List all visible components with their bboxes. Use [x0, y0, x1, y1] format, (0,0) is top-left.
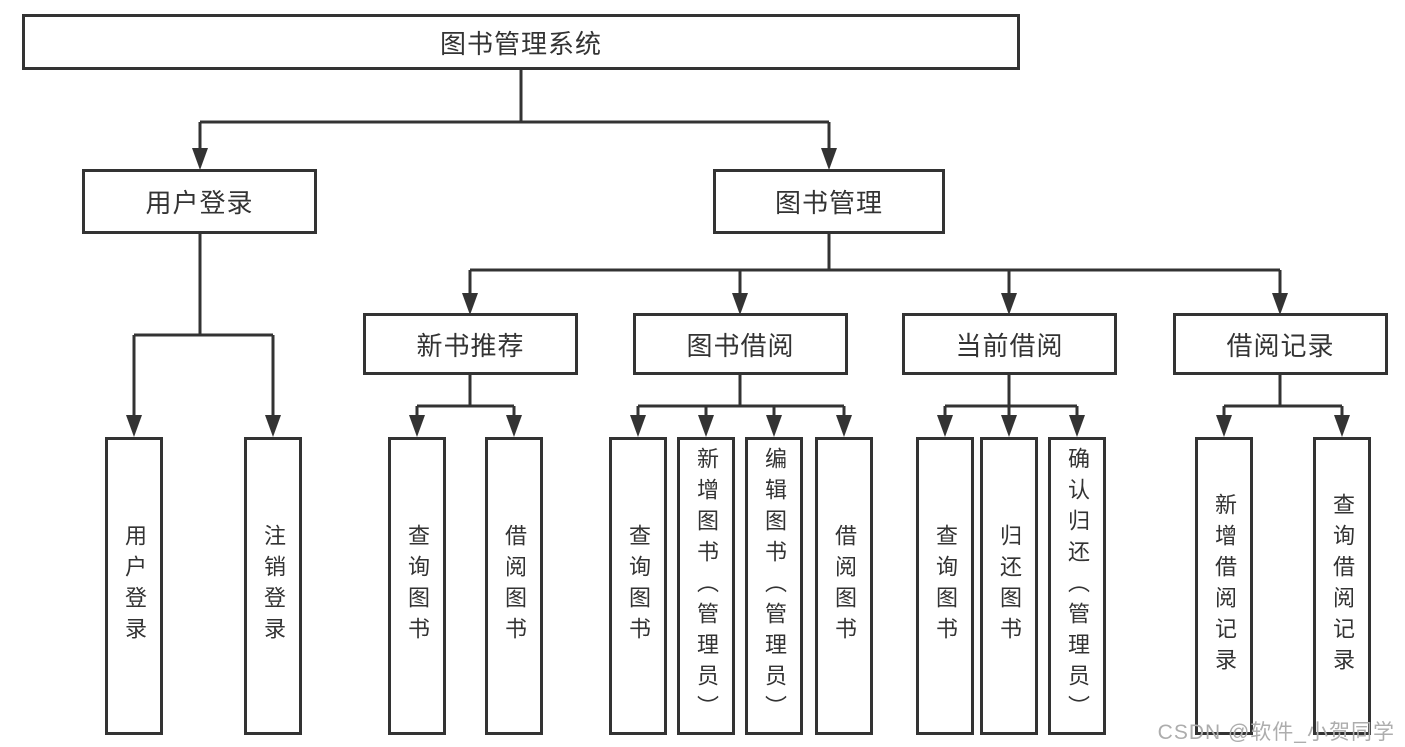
- leaf-borrow-books: 借阅图书: [815, 437, 873, 735]
- leaf-borrow-books-recommend: 借阅图书: [485, 437, 543, 735]
- csdn-watermark: CSDN @软件_小贺同学: [1157, 721, 1395, 744]
- leaf-query-books-recommend: 查询图书: [388, 437, 446, 735]
- node-book-management: 图书管理: [713, 169, 945, 234]
- node-library-management-system: 图书管理系统: [22, 14, 1020, 70]
- leaf-return-books: 归还图书: [980, 437, 1038, 735]
- node-new-book-recommendation: 新书推荐: [363, 313, 578, 375]
- leaf-query-borrow-record: 查询借阅记录: [1313, 437, 1371, 735]
- node-user-login: 用户登录: [82, 169, 317, 234]
- leaf-edit-books-admin: 编辑图书（管理员）: [745, 437, 803, 735]
- leaf-query-books-current: 查询图书: [916, 437, 974, 735]
- leaf-query-books-borrowing: 查询图书: [609, 437, 667, 735]
- leaf-add-borrow-record: 新增借阅记录: [1195, 437, 1253, 735]
- leaf-confirm-return-admin: 确认归还（管理员）: [1048, 437, 1106, 735]
- leaf-logout: 注销登录: [244, 437, 302, 735]
- node-borrowing-records: 借阅记录: [1173, 313, 1388, 375]
- leaf-add-books-admin: 新增图书（管理员）: [677, 437, 735, 735]
- node-current-borrowing: 当前借阅: [902, 313, 1117, 375]
- leaf-user-login: 用户登录: [105, 437, 163, 735]
- node-book-borrowing: 图书借阅: [633, 313, 848, 375]
